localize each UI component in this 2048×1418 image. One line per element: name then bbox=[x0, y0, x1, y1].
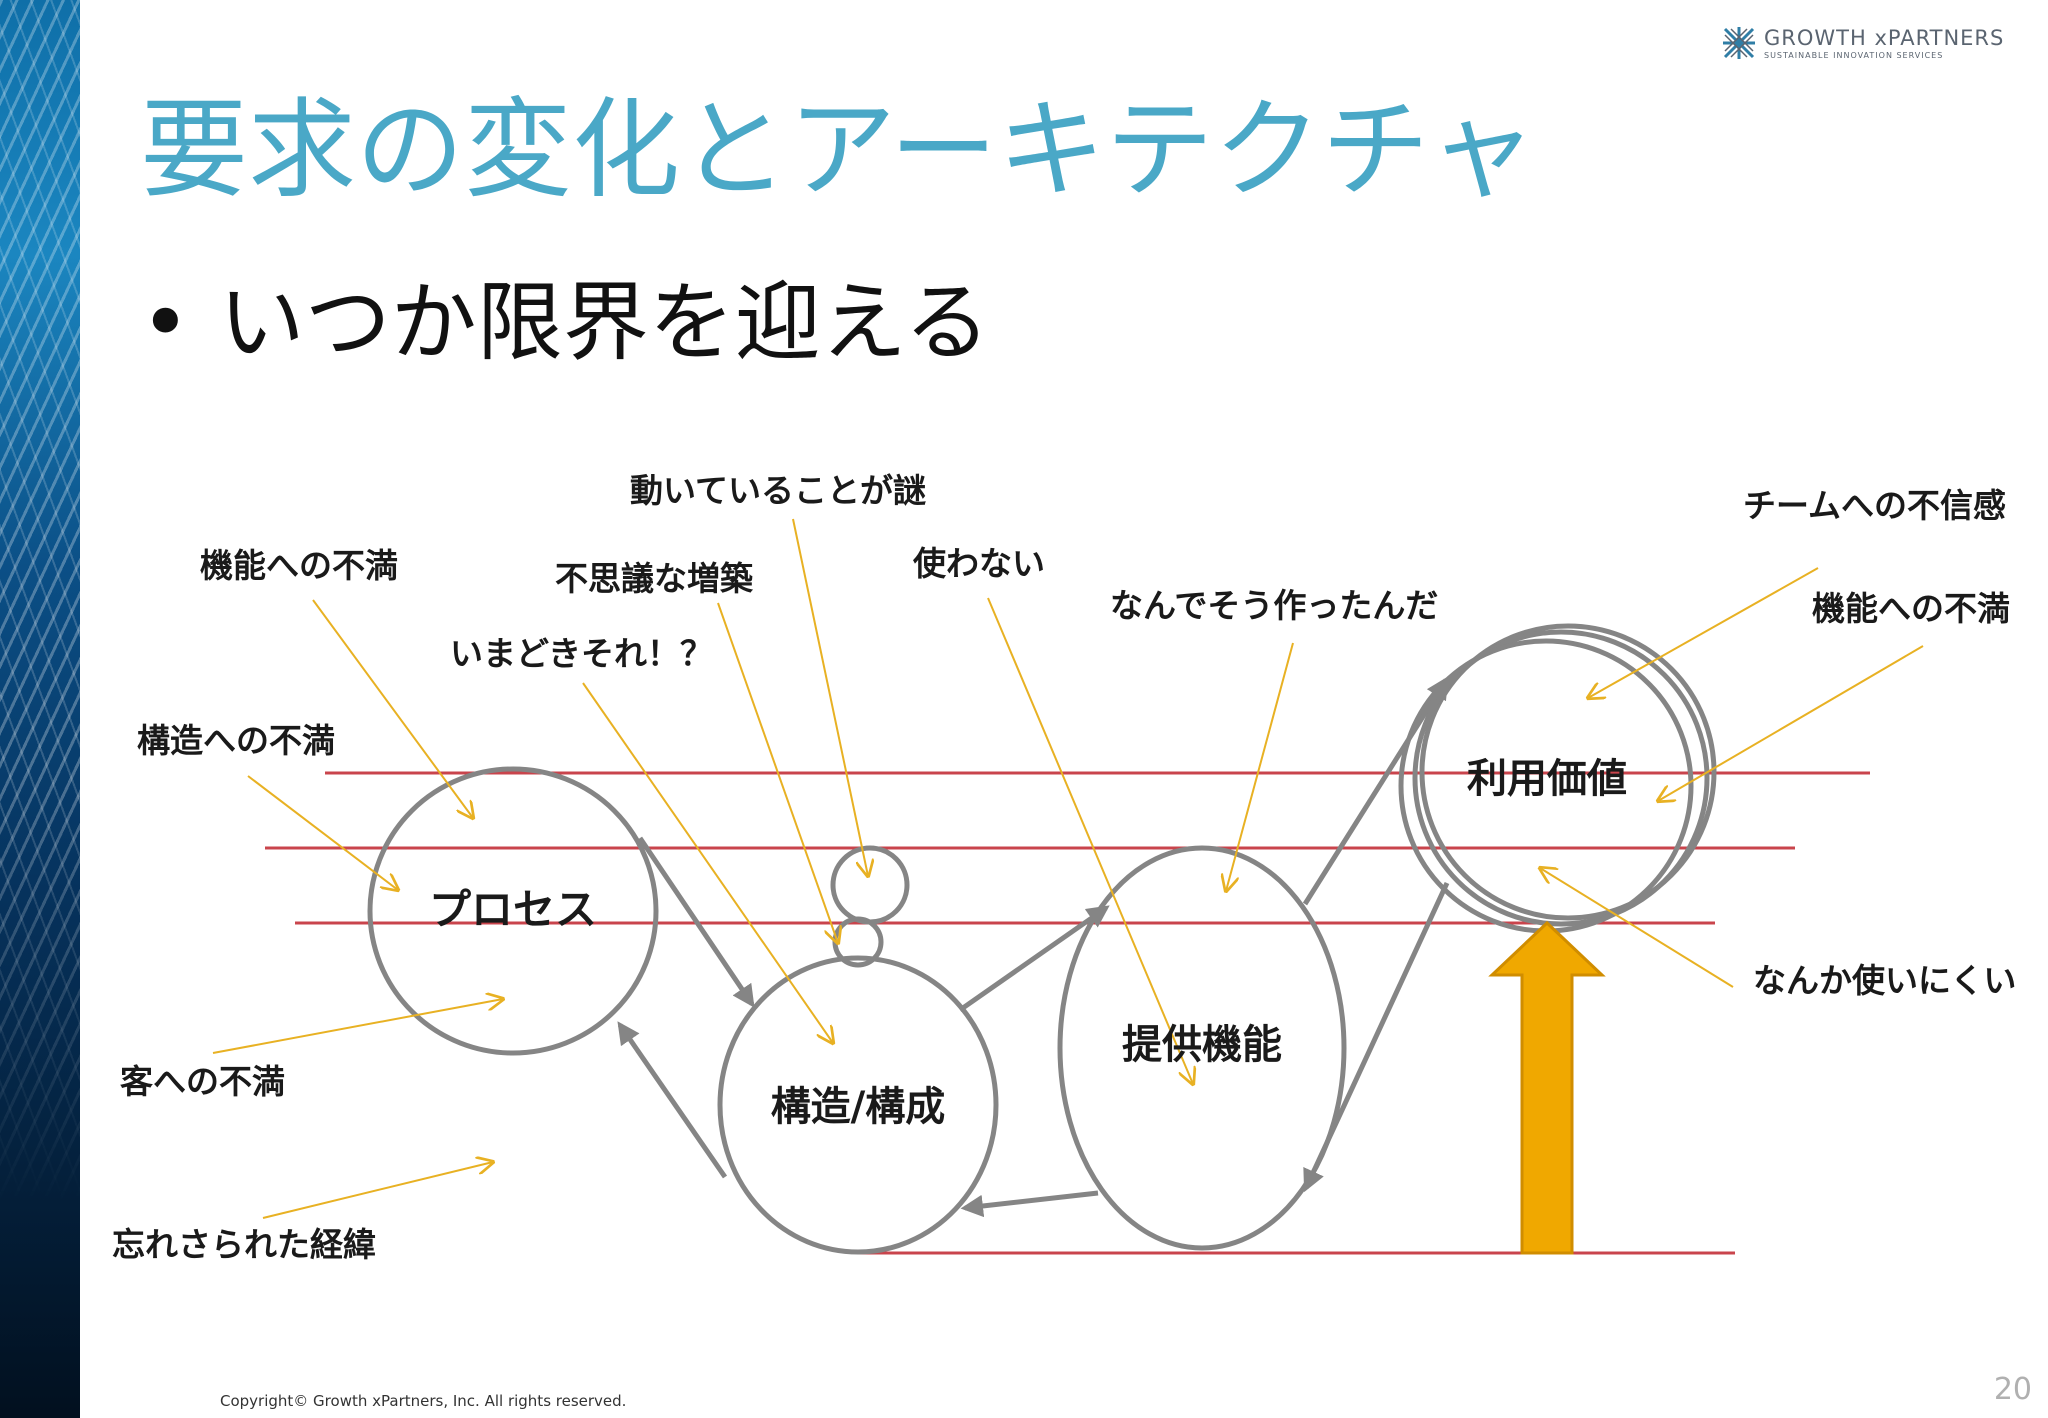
logo-tagline: SUSTAINABLE INNOVATION SERVICES bbox=[1764, 51, 1944, 60]
label-team-distrust: チームへの不信感 bbox=[1743, 486, 2006, 525]
label-feature-dissatisfaction-right: 機能への不満 bbox=[1812, 589, 2010, 628]
annotation-line bbox=[792, 518, 868, 876]
features-label: 提供機能 bbox=[1122, 1022, 1282, 1068]
arrow-value-to-features bbox=[1303, 881, 1450, 1193]
slide-title: 要求の変化とアーキテクチャ bbox=[140, 88, 1537, 213]
logo-name: GROWTH xPARTNERS bbox=[1764, 26, 2005, 50]
label-feature-dissatisfaction-left: 機能への不満 bbox=[200, 546, 398, 585]
annotation-line bbox=[582, 682, 833, 1043]
annotation-lines bbox=[212, 518, 1924, 1219]
annotation-line bbox=[717, 602, 838, 943]
arrow-features-to-value bbox=[1302, 676, 1449, 906]
small-circle-top bbox=[830, 845, 910, 925]
copyright-footer: Copyright© Growth xPartners, Inc. All ri… bbox=[220, 1392, 627, 1410]
annotation-line bbox=[987, 597, 1193, 1084]
label-outdated: いまどきそれ！？ bbox=[450, 634, 713, 673]
structure-circle bbox=[717, 955, 999, 1255]
arrow-features-to-structure bbox=[960, 1190, 1099, 1218]
logo-mark-icon bbox=[1723, 27, 1755, 59]
bullet-text: いつか限界を迎える bbox=[218, 273, 991, 373]
label-structure-dissatisfaction: 構造への不満 bbox=[137, 721, 335, 760]
annotation-line bbox=[1658, 645, 1924, 801]
label-unused: 使わない bbox=[913, 544, 1045, 583]
annotation-line bbox=[212, 999, 503, 1054]
label-weird-extension: 不思議な増築 bbox=[555, 559, 754, 598]
page-number: 20 bbox=[1993, 1372, 2032, 1407]
annotation-line bbox=[1588, 567, 1819, 698]
node-labels: プロセス 構造/構成 提供機能 利用価値 bbox=[429, 756, 1627, 1130]
value-circle-mid bbox=[1412, 629, 1710, 927]
value-label: 利用価値 bbox=[1467, 756, 1627, 802]
bullet-point: • いつか限界を迎える bbox=[140, 276, 990, 371]
value-circle-outer bbox=[1419, 623, 1717, 921]
features-circle bbox=[1057, 845, 1347, 1251]
red-lines bbox=[265, 771, 1870, 1255]
label-hard-to-use: なんか使いにくい bbox=[1753, 961, 2016, 1000]
label-forgotten-history: 忘れさられた経緯 bbox=[112, 1225, 376, 1264]
company-logo: GROWTH xPARTNERS SUSTAINABLE INNOVATION … bbox=[1722, 24, 2012, 64]
bullet-marker: • bbox=[140, 273, 191, 373]
label-customer-dissatisfaction: 客への不満 bbox=[120, 1062, 285, 1101]
annotation-line bbox=[247, 775, 398, 890]
decorative-side-strip bbox=[0, 0, 80, 1418]
structure-label: 構造/構成 bbox=[771, 1084, 946, 1130]
annotation-line bbox=[1226, 642, 1294, 891]
process-cycle bbox=[367, 623, 1717, 1255]
annotation-labels: 動いていることが謎 チームへの不信感 機能への不満 不思議な増築 使わない なん… bbox=[112, 471, 2016, 1264]
arrow-structure-to-features bbox=[958, 905, 1110, 1013]
process-label: プロセス bbox=[429, 885, 597, 934]
annotation-line bbox=[312, 599, 473, 818]
label-mystery: 動いていることが謎 bbox=[630, 471, 926, 510]
arrow-process-to-structure bbox=[637, 836, 755, 1008]
arrow-structure-to-process bbox=[617, 1021, 728, 1179]
process-circle bbox=[367, 766, 659, 1056]
annotation-line bbox=[1540, 868, 1734, 988]
annotation-line bbox=[262, 1162, 493, 1219]
value-growth-arrow bbox=[1488, 920, 1606, 1255]
label-why-built: なんでそう作ったんだ bbox=[1110, 586, 1438, 625]
